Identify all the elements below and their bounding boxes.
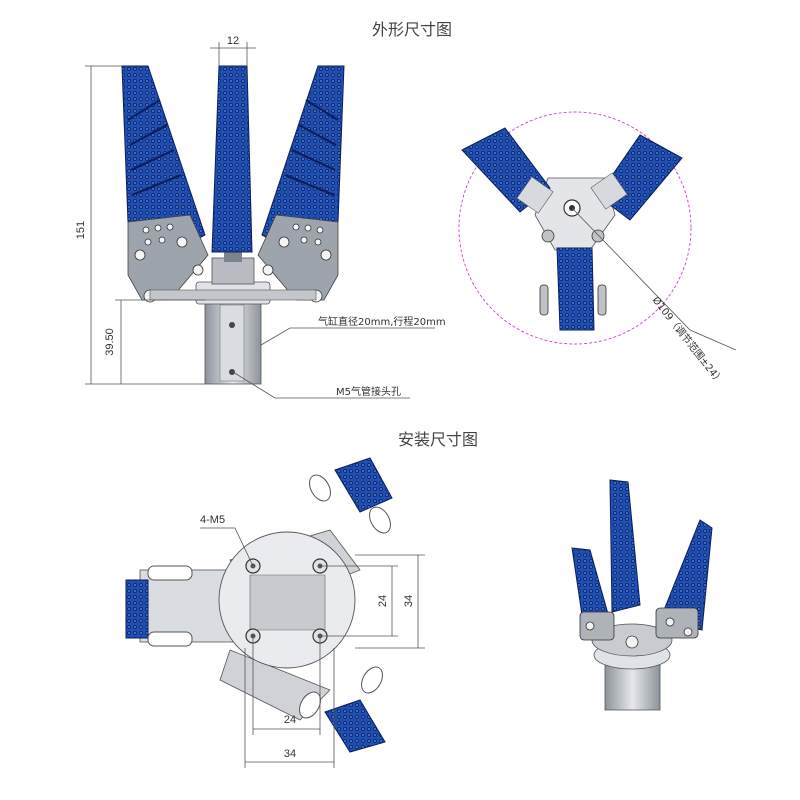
mount-tip-left (125, 579, 149, 639)
top-view: Ø109（调节范围±24） (458, 111, 737, 387)
dim-outer-v-34: 34 (403, 595, 415, 607)
finger-center (211, 65, 253, 253)
dim-lower-39-50: 39.50 (104, 328, 116, 356)
port-hole (229, 369, 235, 375)
adjust-range-circle (458, 111, 692, 345)
note-port: M5气管接头孔 (336, 385, 401, 398)
front-view: 12 151 39.50 气缸直径20mm,行程20mm M5气管接头孔 (75, 35, 446, 399)
dim-height-151: 151 (75, 221, 87, 239)
iso-finger-right (659, 519, 713, 631)
iso-finger-back (609, 479, 641, 613)
mount-tip-lower (324, 699, 386, 753)
title-outline: 外形尺寸图 (372, 20, 452, 39)
mount-view: 4-M5 24 34 24 34 (125, 457, 425, 768)
dim-width-12: 12 (227, 35, 239, 47)
note-cylinder: 气缸直径20mm,行程20mm (318, 315, 446, 328)
dim-inner-v-24: 24 (377, 595, 389, 607)
iso-view (571, 479, 713, 711)
title-install: 安装尺寸图 (398, 430, 478, 449)
top-finger-bottom (556, 247, 595, 331)
mount-tip-upper (334, 457, 393, 513)
label-4-m5: 4-M5 (200, 514, 225, 526)
dim-outer-h-34: 34 (284, 748, 296, 760)
dim-inner-h-24: 24 (284, 714, 296, 726)
